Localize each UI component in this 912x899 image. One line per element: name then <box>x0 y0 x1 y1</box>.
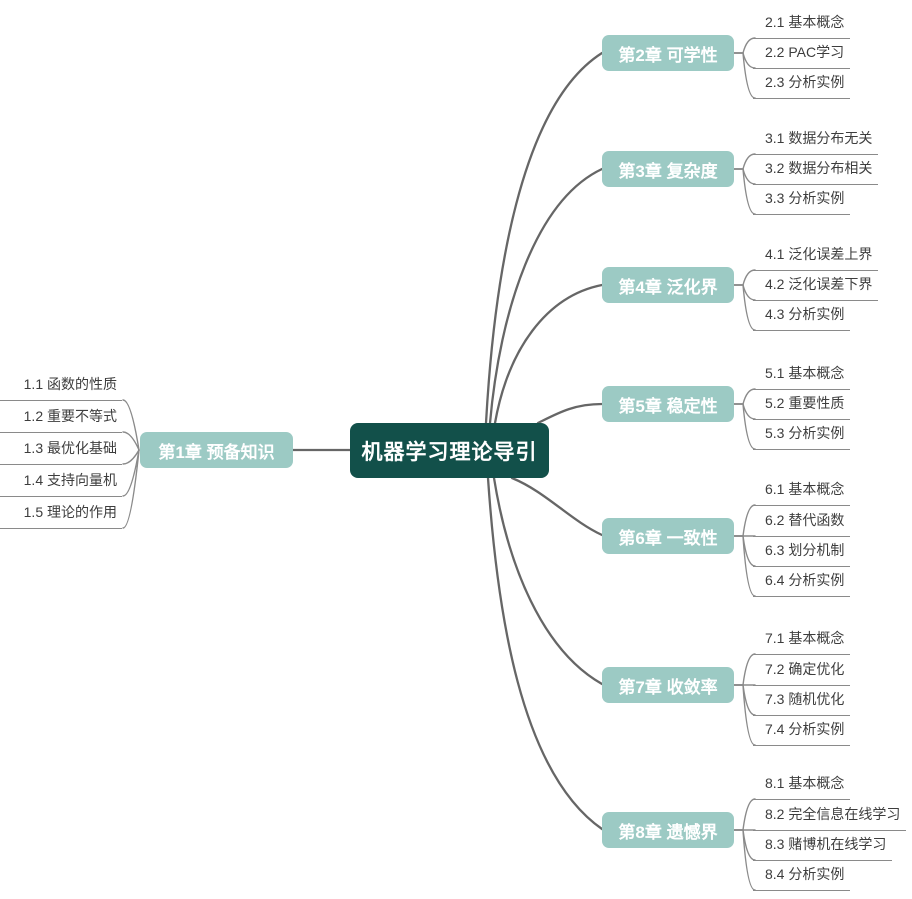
connector-line <box>122 431 140 451</box>
connector-line <box>733 798 756 831</box>
connector-line <box>733 829 756 891</box>
leaf-node-2-1[interactable]: 2.1 基本概念 <box>753 12 851 39</box>
leaf-node-8-4[interactable]: 8.4 分析实例 <box>753 864 851 891</box>
leaf-node-1-4[interactable]: 1.4 支持向量机 <box>0 470 122 497</box>
connector-line <box>733 684 756 746</box>
connector-line <box>492 476 604 686</box>
connector-line <box>510 476 604 537</box>
connector-line <box>733 504 756 537</box>
leaf-node-3-1[interactable]: 3.1 数据分布无关 <box>753 128 879 155</box>
chapter-node-3[interactable]: 第3章 复杂度 <box>602 151 734 187</box>
leaf-node-1-5[interactable]: 1.5 理论的作用 <box>0 502 122 529</box>
leaf-node-2-2[interactable]: 2.2 PAC学习 <box>753 42 851 69</box>
leaf-node-8-1[interactable]: 8.1 基本概念 <box>753 773 851 800</box>
leaf-node-2-3[interactable]: 2.3 分析实例 <box>753 72 851 99</box>
root-node[interactable]: 机器学习理论导引 <box>350 423 549 478</box>
leaf-node-1-1[interactable]: 1.1 函数的性质 <box>0 374 122 401</box>
leaf-node-4-1[interactable]: 4.1 泛化误差上界 <box>753 244 879 271</box>
connector-line <box>493 283 604 425</box>
connector-line <box>122 449 140 529</box>
leaf-node-7-3[interactable]: 7.3 随机优化 <box>753 689 851 716</box>
connector-line <box>536 402 604 425</box>
leaf-node-7-2[interactable]: 7.2 确定优化 <box>753 659 851 686</box>
leaf-node-6-3[interactable]: 6.3 划分机制 <box>753 540 851 567</box>
leaf-node-6-4[interactable]: 6.4 分析实例 <box>753 570 851 597</box>
connector-line <box>484 51 604 425</box>
connector-line <box>733 52 756 99</box>
connector-line <box>733 269 756 286</box>
leaf-node-4-2[interactable]: 4.2 泛化误差下界 <box>753 274 879 301</box>
leaf-node-8-3[interactable]: 8.3 赌博机在线学习 <box>753 834 893 861</box>
leaf-node-6-2[interactable]: 6.2 替代函数 <box>753 510 851 537</box>
connector-line <box>733 284 756 331</box>
connector-line <box>733 388 756 405</box>
connector-line <box>122 399 140 451</box>
chapter-node-7[interactable]: 第7章 收敛率 <box>602 667 734 703</box>
leaf-node-5-3[interactable]: 5.3 分析实例 <box>753 423 851 450</box>
leaf-node-8-2[interactable]: 8.2 完全信息在线学习 <box>753 804 907 831</box>
leaf-node-7-4[interactable]: 7.4 分析实例 <box>753 719 851 746</box>
chapter-node-4[interactable]: 第4章 泛化界 <box>602 267 734 303</box>
chapter-node-2[interactable]: 第2章 可学性 <box>602 35 734 71</box>
connector-line <box>733 403 756 450</box>
leaf-node-3-2[interactable]: 3.2 数据分布相关 <box>753 158 879 185</box>
leaf-node-7-1[interactable]: 7.1 基本概念 <box>753 628 851 655</box>
connector-line <box>733 653 756 686</box>
leaf-node-5-1[interactable]: 5.1 基本概念 <box>753 363 851 390</box>
leaf-node-6-1[interactable]: 6.1 基本概念 <box>753 479 851 506</box>
leaf-node-3-3[interactable]: 3.3 分析实例 <box>753 188 851 215</box>
leaf-node-5-2[interactable]: 5.2 重要性质 <box>753 393 851 420</box>
connector-line <box>733 168 756 215</box>
chapter-node-8[interactable]: 第8章 遗憾界 <box>602 812 734 848</box>
connector-line <box>733 37 756 54</box>
connector-line <box>122 449 140 465</box>
chapter-node-6[interactable]: 第6章 一致性 <box>602 518 734 554</box>
connector-line <box>486 476 604 831</box>
chapter-node-5[interactable]: 第5章 稳定性 <box>602 386 734 422</box>
connector-line <box>733 535 756 597</box>
leaf-node-1-2[interactable]: 1.2 重要不等式 <box>0 406 122 433</box>
leaf-node-4-3[interactable]: 4.3 分析实例 <box>753 304 851 331</box>
connector-line <box>488 167 604 425</box>
chapter-node-1[interactable]: 第1章 预备知识 <box>140 432 293 468</box>
leaf-node-1-3[interactable]: 1.3 最优化基础 <box>0 438 122 465</box>
connector-line <box>733 153 756 170</box>
